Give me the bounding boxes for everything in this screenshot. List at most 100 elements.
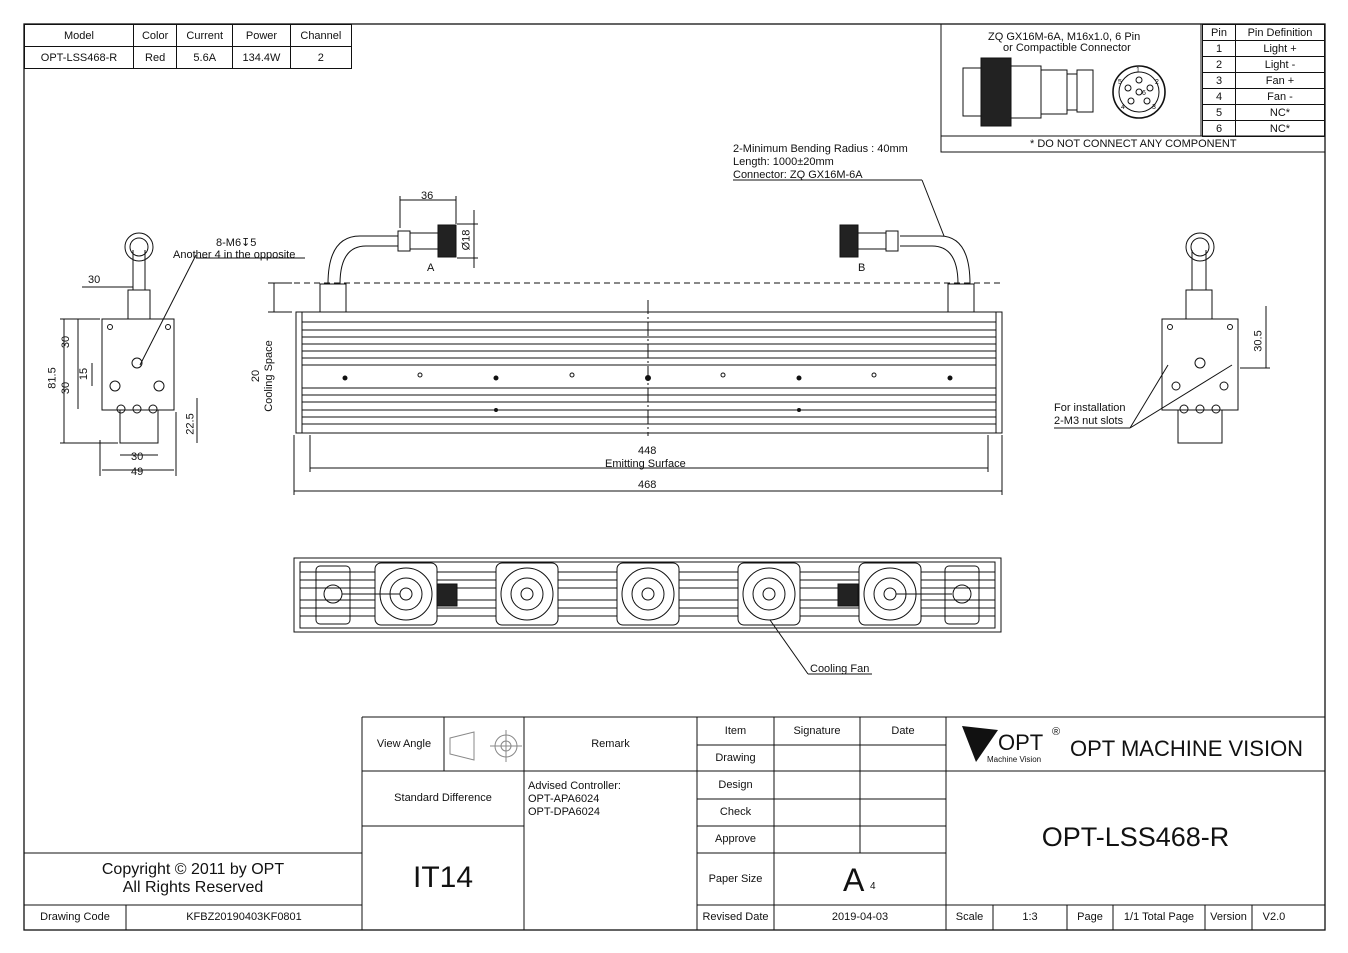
view-angle-label: View Angle: [376, 737, 432, 750]
dim-468: 468: [638, 479, 657, 491]
right-side-view: [1054, 232, 1270, 444]
drawing-code-label: Drawing Code: [40, 911, 110, 924]
spec-header-color: Color: [132, 24, 178, 47]
emitting-surface-label: Emitting Surface: [605, 458, 686, 470]
copyright: Copyright © 2011 by OPT All Rights Reser…: [101, 860, 285, 896]
scale-label: Scale: [955, 911, 984, 924]
pin-definition: Fan -: [1235, 88, 1325, 105]
pin-label-5: 5: [1118, 79, 1122, 86]
dim-vertical-15: 15: [78, 367, 91, 381]
cooling-space-label: Cooling Space: [262, 340, 275, 412]
install-note: For installation: [1054, 402, 1126, 414]
pin-number: 5: [1202, 104, 1236, 121]
pin-definition: Fan +: [1235, 72, 1325, 89]
pin-number: 3: [1202, 72, 1236, 89]
connector-title: ZQ GX16M-6A, M16x1.0, 6 Pin: [988, 31, 1141, 43]
company-name: OPT MACHINE VISION: [1070, 736, 1304, 761]
cable-note-bending: 2-Minimum Bending Radius : 40mm: [733, 143, 908, 155]
pin-label-4: 4: [1121, 104, 1125, 111]
dim-448: 448: [638, 445, 657, 457]
dim-20: 20: [250, 369, 263, 383]
pin-definition: Light +: [1235, 40, 1325, 57]
dim-vertical-30b: 30: [60, 381, 73, 395]
cooling-fan-label: Cooling Fan: [810, 663, 870, 675]
pin-label-6: 6: [1142, 90, 1146, 97]
title-block-lines: [24, 716, 1325, 930]
dim-vertical-30a: 30: [60, 335, 73, 349]
front-view: [268, 179, 1003, 495]
dim-vertical-225: 22.5: [184, 413, 197, 435]
bottom-view: [293, 557, 1002, 675]
dim-305: 30.5: [1252, 330, 1265, 352]
pin-number: 1: [1202, 40, 1236, 57]
drawing-code: KFBZ20190403KF0801: [186, 911, 302, 924]
cable-note-connector: Connector: ZQ GX16M-6A: [733, 169, 863, 181]
pin-number: 2: [1202, 56, 1236, 73]
scale-value: 1:3: [1022, 911, 1038, 924]
pin-number: 6: [1202, 120, 1236, 137]
revised-date: 2019-04-03: [831, 911, 889, 924]
spec-current: 5.6A: [176, 46, 234, 69]
advised-controller-2: OPT-DPA6024: [528, 806, 600, 818]
dim-diameter-18: Ø18: [460, 229, 473, 251]
page-value: 1/1 Total Page: [1123, 911, 1195, 924]
revised-date-label: Revised Date: [702, 911, 769, 924]
pin-label-1: 1: [1136, 67, 1140, 74]
fan-3: [616, 562, 680, 626]
signature-header: Signature: [793, 724, 841, 737]
fan-4: [737, 562, 801, 626]
pin-label-2: 2: [1155, 79, 1159, 86]
remark-label: Remark: [591, 737, 630, 750]
dim-width-49: 49: [131, 466, 144, 478]
row-drawing: Drawing: [715, 751, 756, 764]
row-check: Check: [719, 806, 752, 819]
drawing-frame: [23, 23, 1326, 931]
screw-note: 8-M6↧5: [216, 237, 257, 249]
dim-36: 36: [421, 190, 434, 202]
tolerance-grade: IT14: [412, 860, 474, 894]
cable-note-length: Length: 1000±20mm: [733, 156, 834, 168]
screw-note-2: Another 4 in the opposite: [173, 249, 296, 261]
advised-controller-label: Advised Controller:: [528, 780, 621, 792]
fan-2: [495, 562, 559, 626]
paper-size-label: Paper Size: [708, 872, 763, 885]
connector-note: * DO NOT CONNECT ANY COMPONENT: [1030, 138, 1237, 150]
opt-logo-icon: [962, 726, 998, 762]
pin-number: 4: [1202, 88, 1236, 105]
spec-color: Red: [132, 46, 178, 69]
dim-vertical-815: 81.5: [46, 367, 59, 389]
paper-size-subscript: 4: [870, 881, 876, 892]
fan-1: [374, 562, 438, 626]
spec-channel: 2: [289, 46, 353, 69]
spec-model: OPT-LSS468-R: [24, 46, 134, 69]
connector-subtitle: or Compactible Connector: [1003, 42, 1131, 54]
pin-definition: Light -: [1235, 56, 1325, 73]
connector-detail: [940, 23, 1326, 153]
spec-header-model: Model: [24, 24, 134, 47]
logo-registered: ®: [1052, 726, 1061, 738]
version-value: V2.0: [1262, 911, 1286, 924]
label-a: A: [427, 262, 435, 274]
item-header: Item: [724, 724, 747, 737]
pin-header: Pin: [1202, 24, 1236, 41]
spec-power: 134.4W: [232, 46, 291, 69]
spec-header-channel: Channel: [289, 24, 353, 47]
row-design: Design: [718, 778, 753, 791]
spec-header-current: Current: [176, 24, 234, 47]
spec-table: Model Color Current Power Channel OPT-LS…: [24, 24, 353, 69]
row-approve: Approve: [715, 833, 756, 846]
date-header: Date: [891, 724, 915, 737]
paper-size-value: A: [843, 862, 865, 898]
left-side-view: [60, 232, 305, 476]
page-label: Page: [1077, 911, 1103, 924]
standard-difference-label: Standard Difference: [394, 792, 492, 805]
label-b: B: [858, 262, 866, 274]
spec-header-power: Power: [232, 24, 291, 47]
pin-def-header: Pin Definition: [1235, 24, 1325, 41]
logo-text: OPT: [998, 730, 1044, 755]
version-label: Version: [1210, 911, 1247, 924]
model-title: OPT-LSS468-R: [1041, 822, 1230, 853]
pin-definition: NC*: [1235, 104, 1325, 121]
install-note-2: 2-M3 nut slots: [1054, 415, 1124, 427]
